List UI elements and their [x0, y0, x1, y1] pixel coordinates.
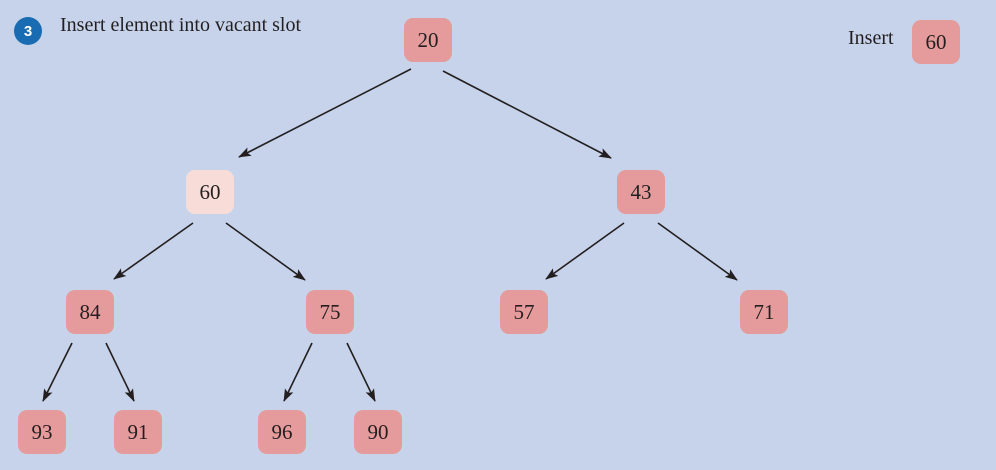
- tree-node-n75: 75: [306, 290, 354, 334]
- tree-node-value: 91: [127, 419, 149, 444]
- tree-edge-n60-to-n84: [113, 222, 194, 280]
- tree-edge-n84-to-n91: [105, 342, 135, 402]
- tree-edge-n60-to-n75: [225, 222, 306, 281]
- tree-node-value: 60: [199, 179, 221, 204]
- insert-value-node: 60: [912, 20, 960, 64]
- tree-node-n84: 84: [66, 290, 114, 334]
- tree-node-value: 96: [271, 419, 293, 444]
- tree-edge-n43-to-n57: [545, 222, 625, 280]
- tree-node-value: 90: [367, 419, 389, 444]
- tree-edge-n84-to-n93: [42, 342, 73, 402]
- step-number-badge: 3: [14, 17, 42, 45]
- tree-node-n60: 60: [186, 170, 234, 214]
- tree-node-n71: 71: [740, 290, 788, 334]
- tree-edge-root-to-n43: [442, 70, 612, 159]
- tree-node-value: 84: [79, 299, 101, 324]
- step-title: Insert element into vacant slot: [60, 14, 302, 36]
- tree-node-n43: 43: [617, 170, 665, 214]
- tree-node-value: 93: [31, 419, 53, 444]
- tree-edge-n75-to-n96: [283, 342, 313, 402]
- tree-node-n57: 57: [500, 290, 548, 334]
- tree-node-n91: 91: [114, 410, 162, 454]
- tree-node-n90: 90: [354, 410, 402, 454]
- tree-edge-root-to-n60: [238, 68, 412, 158]
- step-number-label: 3: [23, 22, 33, 40]
- tree-node-n93: 93: [18, 410, 66, 454]
- tree-node-value: 57: [513, 299, 535, 324]
- insert-value-label: 60: [925, 29, 947, 54]
- tree-node-value: 20: [417, 27, 439, 52]
- insert-label: Insert: [848, 27, 894, 49]
- tree-node-value: 43: [630, 179, 652, 204]
- tree-node-value: 71: [753, 299, 775, 324]
- tree-edge-n43-to-n71: [657, 222, 738, 281]
- tree-edge-n75-to-n90: [346, 342, 376, 402]
- tree-node-value: 75: [319, 299, 341, 324]
- tree-node-n96: 96: [258, 410, 306, 454]
- tree-node-root: 20: [404, 18, 452, 62]
